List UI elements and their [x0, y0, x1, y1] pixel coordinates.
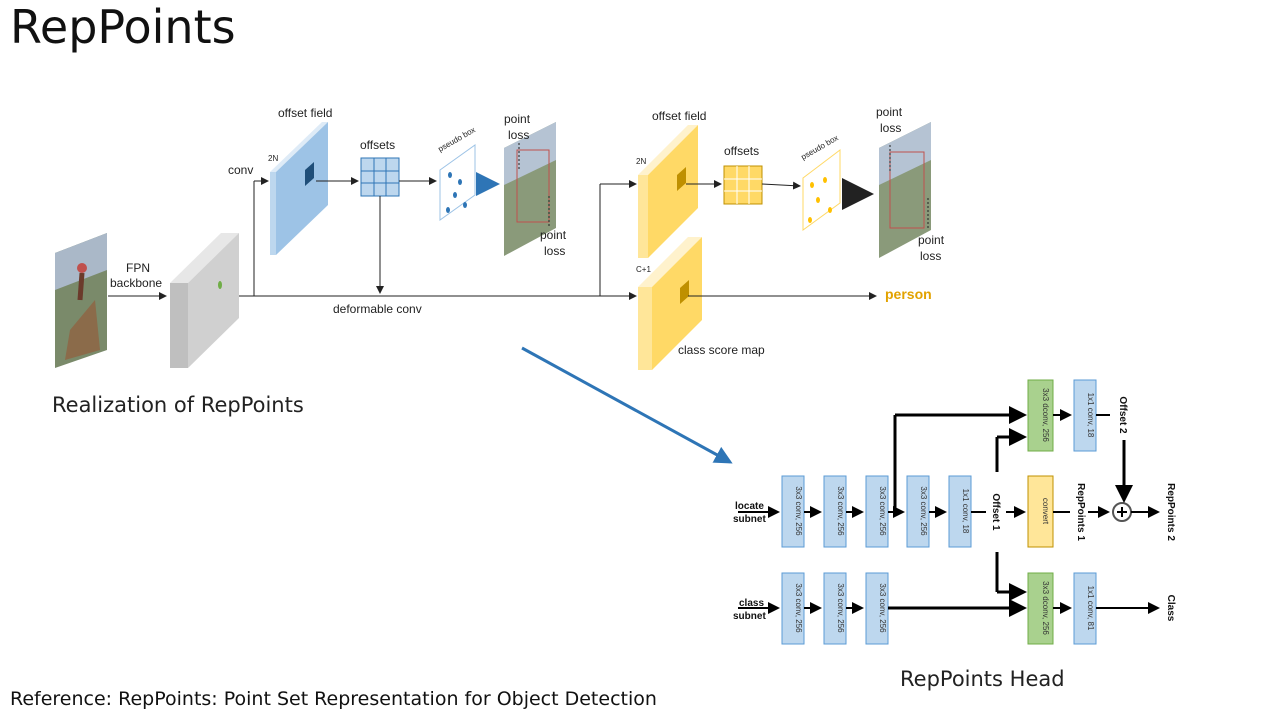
deformable-conv-label: deformable conv	[333, 302, 422, 316]
svg-text:3x3 conv, 256: 3x3 conv, 256	[878, 583, 887, 633]
point-loss-label-b1: point	[540, 228, 567, 242]
offsets-grid-1	[360, 157, 400, 197]
locate-subnet-label-2: subnet	[733, 514, 766, 525]
offset-field-label-2: offset field	[652, 109, 706, 123]
class-output-label: Class	[1165, 595, 1176, 622]
pseudo-box-1	[439, 144, 476, 221]
convert-block: convert	[1027, 475, 1054, 548]
dconv-block-top: 3x3 dconv, 256	[1027, 379, 1054, 452]
svg-text:convert: convert	[1041, 498, 1050, 525]
pseudo-box-label-1: pseudo box	[437, 125, 477, 153]
dconv-block-bottom: 3x3 dconv, 256	[1027, 572, 1054, 645]
svg-text:3x3 conv, 256: 3x3 conv, 256	[836, 486, 845, 536]
conv81-block: 1x1 conv, 81	[1073, 572, 1097, 645]
point-loss-label-c2: loss	[880, 121, 901, 135]
svg-text:1x1 conv, 18: 1x1 conv, 18	[961, 489, 970, 534]
offsets-label-1: offsets	[360, 138, 395, 152]
class-subnet-label-1: class	[739, 598, 764, 609]
offset-field-label-1: offset field	[278, 106, 332, 120]
offset-field-map-1	[270, 122, 328, 255]
svg-text:3x3 conv, 256: 3x3 conv, 256	[836, 583, 845, 633]
channels-2n-label-1: 2N	[268, 154, 278, 163]
locate-block-1: 3x3 conv, 256	[781, 475, 805, 548]
point-loss-label-d2: loss	[920, 249, 941, 263]
svg-text:1x1 conv, 18: 1x1 conv, 18	[1086, 393, 1095, 438]
svg-text:3x3 conv, 256: 3x3 conv, 256	[794, 583, 803, 633]
locate-subnet-label-1: locate	[735, 501, 764, 512]
offsets-label-2: offsets	[724, 144, 759, 158]
conv18-block-top: 1x1 conv, 18	[1073, 379, 1097, 452]
offset1-label: Offset 1	[990, 493, 1001, 531]
reppoints2-label: RepPoints 2	[1165, 483, 1176, 541]
offsets-grid-2	[723, 165, 763, 205]
point-loss-label-a2: loss	[508, 128, 529, 142]
svg-text:3x3 dconv, 256: 3x3 dconv, 256	[1041, 388, 1050, 442]
backbone-label: backbone	[110, 276, 162, 290]
locate-block-5: 1x1 conv, 18	[948, 475, 972, 548]
locate-block-2: 3x3 conv, 256	[823, 475, 847, 548]
class-score-map	[638, 237, 702, 370]
class-block-1: 3x3 conv, 256	[781, 572, 805, 645]
locate-block-3: 3x3 conv, 256	[865, 475, 889, 548]
class-subnet-label-2: subnet	[733, 611, 766, 622]
locate-block-4: 3x3 conv, 256	[906, 475, 930, 548]
svg-text:3x3 conv, 256: 3x3 conv, 256	[878, 486, 887, 536]
input-image	[55, 233, 107, 368]
svg-text:1x1 conv, 81: 1x1 conv, 81	[1086, 586, 1095, 631]
conv-label: conv	[228, 163, 253, 177]
class-block-2: 3x3 conv, 256	[823, 572, 847, 645]
point-loss-label-a1: point	[504, 112, 531, 126]
offset2-label: Offset 2	[1117, 396, 1128, 434]
channels-c1-label: C+1	[636, 265, 651, 274]
offset-field-map-2	[638, 125, 698, 258]
fpn-label: FPN	[126, 261, 150, 275]
svg-text:3x3 conv, 256: 3x3 conv, 256	[919, 486, 928, 536]
zoom-arrow	[521, 346, 733, 464]
head-caption: RepPoints Head	[900, 667, 1065, 691]
pseudo-box-2	[802, 148, 841, 231]
svg-text:3x3 conv, 256: 3x3 conv, 256	[794, 486, 803, 536]
reference-text: Reference: RepPoints: Point Set Represen…	[10, 688, 657, 710]
class-score-map-label: class score map	[678, 343, 765, 357]
output-image-2	[879, 122, 931, 258]
svg-text:3x3 dconv, 256: 3x3 dconv, 256	[1041, 581, 1050, 635]
point-loss-label-c1: point	[876, 105, 903, 119]
point-loss-label-b2: loss	[544, 244, 565, 258]
point-loss-label-d1: point	[918, 233, 945, 247]
output-image-1	[504, 122, 556, 256]
class-block-3: 3x3 conv, 256	[865, 572, 889, 645]
channels-2n-label-2: 2N	[636, 157, 646, 166]
realization-caption: Realization of RepPoints	[52, 393, 304, 417]
fpn-feature-map	[170, 233, 239, 368]
sum-node	[1112, 502, 1132, 522]
reppoints1-label: RepPoints 1	[1075, 483, 1086, 541]
pseudo-box-label-2: pseudo box	[800, 133, 840, 161]
person-label: person	[885, 286, 932, 302]
page-title: RepPoints	[10, 0, 236, 54]
